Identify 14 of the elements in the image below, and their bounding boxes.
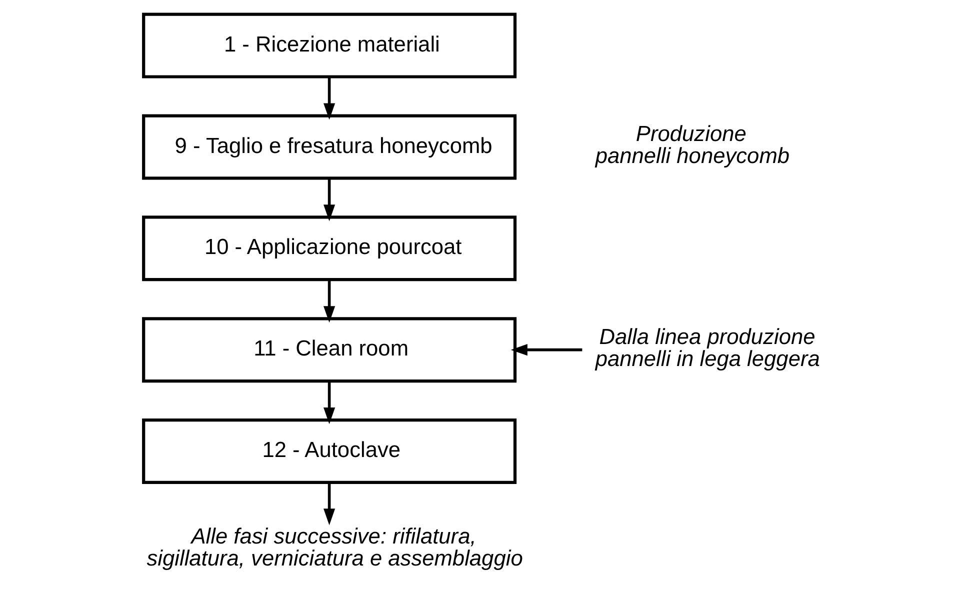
arrow xyxy=(324,482,336,526)
label: Produzione pannelli honeycomb xyxy=(595,121,790,168)
node-box: 11 - Clean room xyxy=(142,317,517,383)
node-box: 10 - Applicazione pourcoat xyxy=(142,216,517,282)
arrow xyxy=(510,344,582,356)
arrow xyxy=(324,178,336,222)
node-text: Alle fasi successive: rifilatura, sigillatura, verniciatura e assemblaggio xyxy=(146,524,523,570)
node-box: 1 - Ricezione materiali xyxy=(142,12,517,78)
arrow xyxy=(324,77,336,120)
node-box: 9 - Taglio e fresatura honeycomb xyxy=(142,114,517,180)
node-box: 12 - Autoclave xyxy=(142,418,517,484)
arrow xyxy=(324,280,336,323)
arrow xyxy=(324,381,336,424)
node-text: Dalla linea produzione pannelli in lega leggera xyxy=(595,324,820,371)
